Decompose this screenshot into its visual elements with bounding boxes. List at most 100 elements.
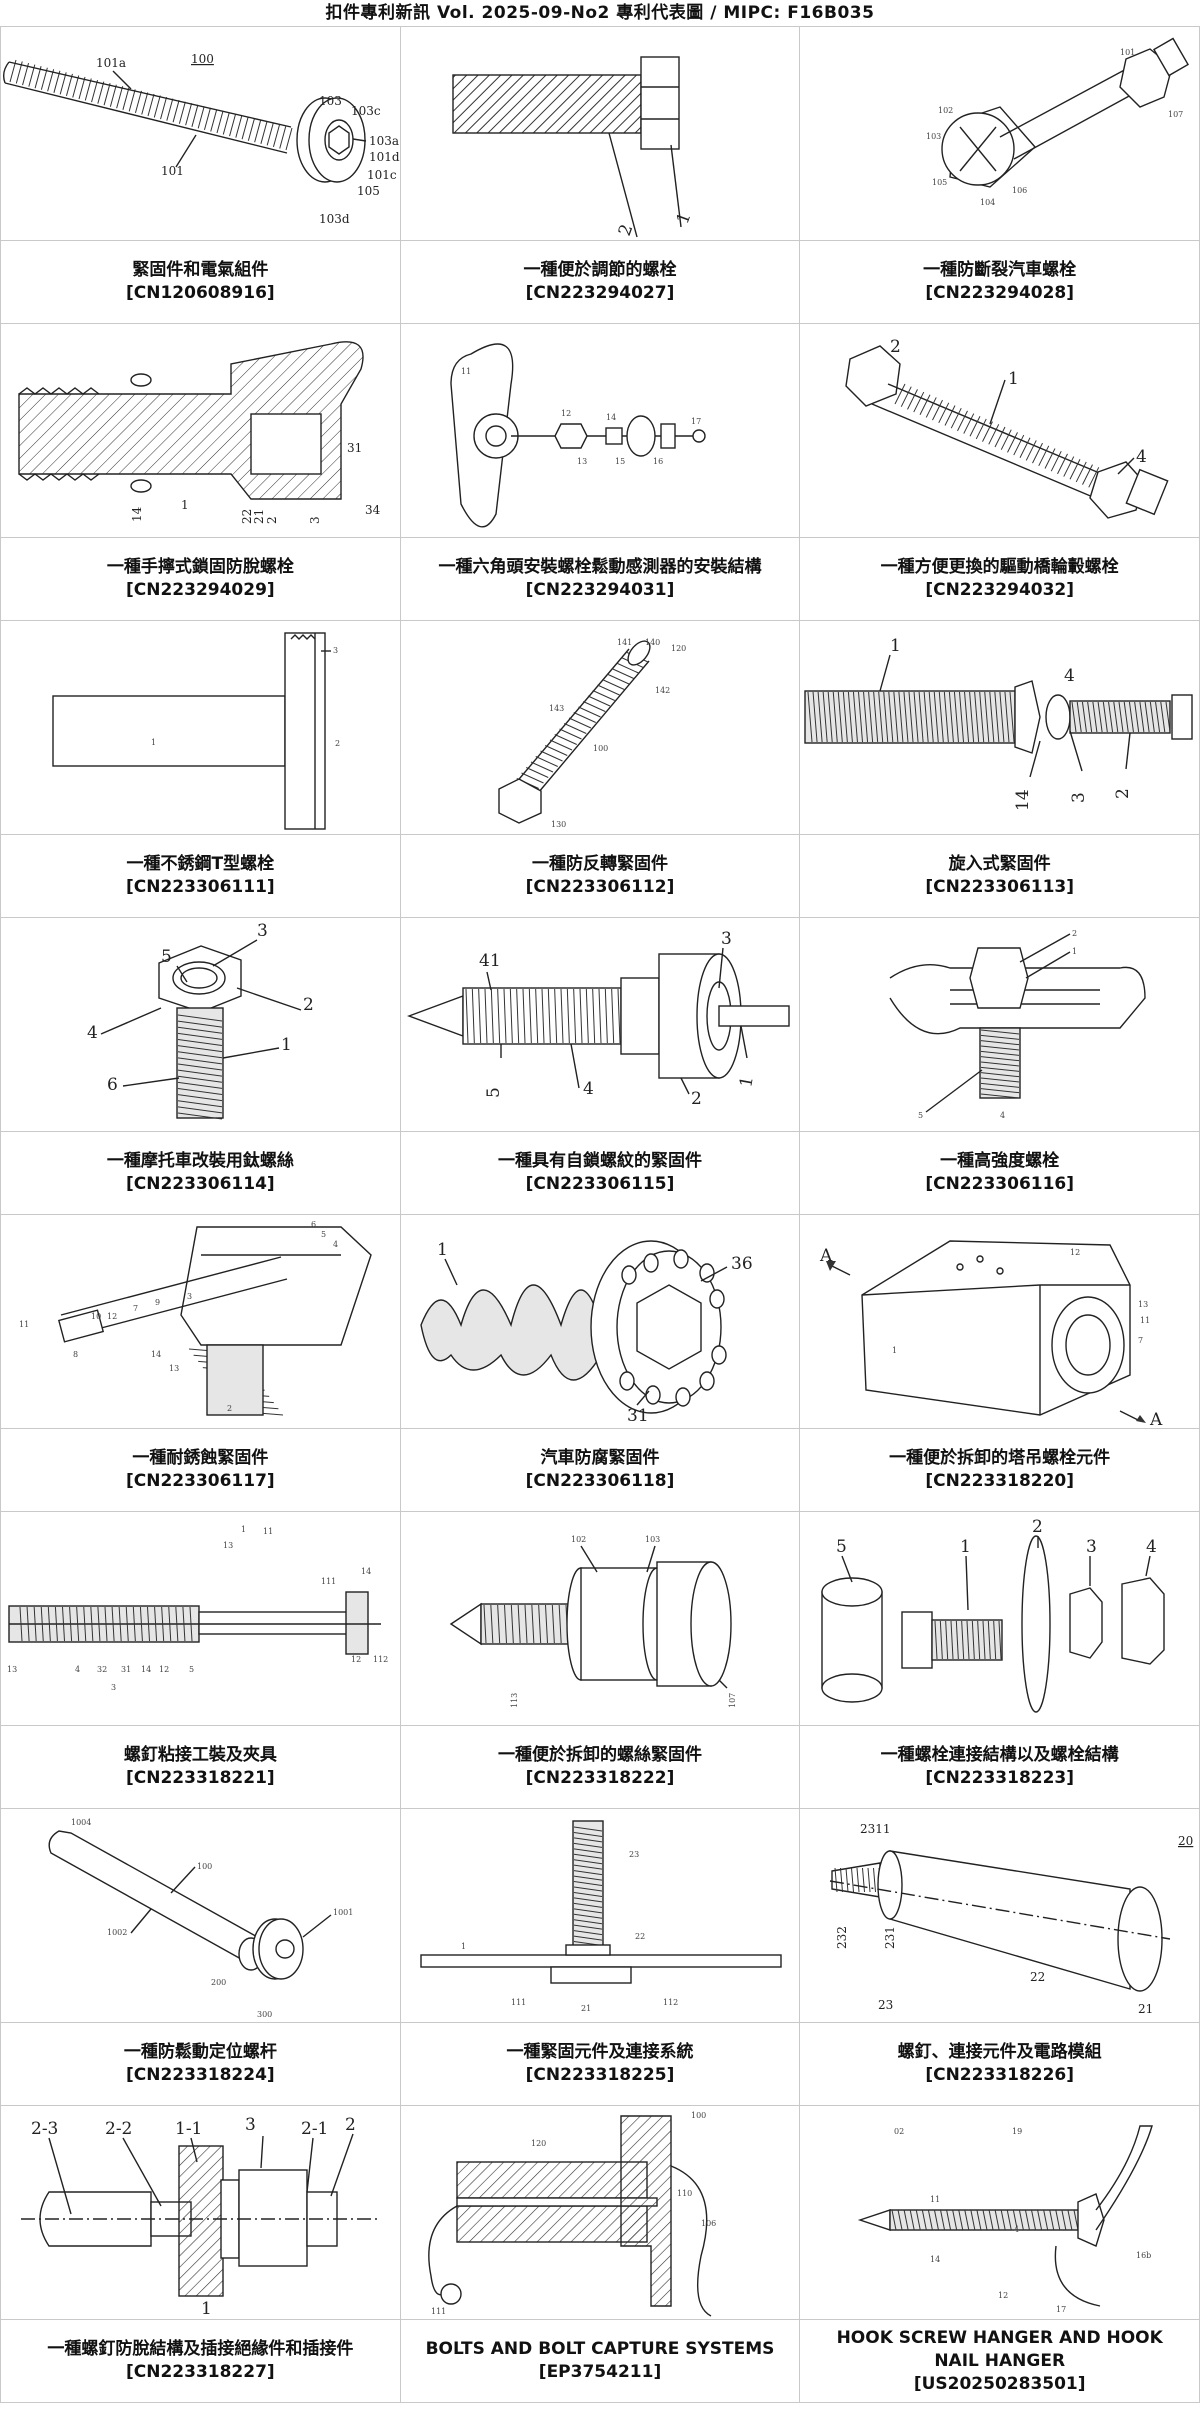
callout-label: A [1149, 1410, 1163, 1428]
callout-label: 2-2 [105, 2119, 132, 2139]
callout-label: 2 [335, 739, 340, 748]
callout-label: 21 [1138, 2002, 1153, 2016]
patent-card[interactable]: 3 2 1 一種不銹鋼T型螺栓[CN223306111] [1, 621, 401, 918]
callout-label: 3 [333, 646, 338, 655]
patent-card[interactable]: 101 107 102 103 105 104 106 一種防斷裂汽車螺栓[CN… [800, 27, 1200, 324]
patent-row: 1004 100 1002 1001 200 300 一種防鬆動定位螺杆[CN2… [1, 1809, 1200, 2106]
patent-title: 一種便於拆卸的螺絲緊固件 [498, 1744, 702, 1767]
patent-card[interactable]: 3 5 2 4 1 6 一種摩托車改裝用鈦螺絲[CN223306114] [1, 918, 401, 1215]
callout-label: 103 [926, 132, 941, 141]
callout-label: 103 [319, 94, 342, 108]
patent-card[interactable]: 102 103 113 107 一種便於拆卸的螺絲緊固件[CN223318222… [401, 1512, 801, 1809]
fastener-drawing: 12 13 11 1 7 A A [800, 1215, 1199, 1428]
callout-label: 4 [1014, 2225, 1019, 2234]
callout-label: 13 [577, 457, 587, 466]
callout-label: 2 [265, 516, 279, 524]
callout-label: 111 [511, 1998, 526, 2007]
patent-drawing: 11 12 13 14 15 16 17 [401, 324, 800, 538]
callout-label: 300 [257, 2010, 272, 2019]
patent-card[interactable]: 2 1 5 4 一種高強度螺栓[CN223306116] [800, 918, 1200, 1215]
patent-card[interactable]: 20 2311 232 231 23 22 21 螺釘、連接元件及電路模組[CN… [800, 1809, 1200, 2106]
patent-card[interactable]: 5 1 2 3 4 一種螺栓連接結構以及螺栓結構[CN223318223] [800, 1512, 1200, 1809]
callout-label: 103d [319, 212, 350, 226]
callout-label: 1 [736, 1075, 758, 1089]
callout-label: 232 [835, 1926, 849, 1949]
patent-card[interactable]: 1 4 14 3 2 旋入式緊固件[CN223306113] [800, 621, 1200, 918]
patent-number: [CN223318227] [126, 2361, 275, 2384]
callout-label: 1 [281, 1035, 292, 1055]
callout-label: 140 [645, 638, 660, 647]
callout-label: 11 [263, 1527, 273, 1536]
patent-drawing: 3 5 2 4 1 6 [1, 918, 400, 1132]
patent-card[interactable]: 101a 100 103 103c 103a 101d 101c 105 103… [1, 27, 401, 324]
patent-card[interactable]: 23 1 22 111 21 112 一種緊固元件及連接系統[CN2233182… [401, 1809, 801, 2106]
patent-card[interactable]: 02 19 11 4 14 12 16b 17 HOOK SCREW HANGE… [800, 2106, 1200, 2403]
patent-title: 一種防鬆動定位螺杆 [124, 2041, 277, 2064]
patent-number: [CN223294027] [526, 282, 675, 305]
callout-label: 107 [1168, 110, 1183, 119]
patent-drawing: 23 1 22 111 21 112 [401, 1809, 800, 2023]
patent-card[interactable]: 6 5 4 11 10 12 7 9 3 8 14 13 2 [1, 1215, 401, 1512]
patent-card[interactable]: 1 11 13 111 14 12 112 13 4 32 31 14 12 5 [1, 1512, 401, 1809]
patent-title: 緊固件和電氣組件 [132, 259, 268, 282]
callout-label: 200 [211, 1978, 226, 1987]
patent-card[interactable]: 141 140 120 143 142 100 130 一種防反轉緊固件[CN2… [401, 621, 801, 918]
callout-label: 105 [357, 184, 380, 198]
callout-label: 3 [308, 516, 322, 524]
callout-label: 130 [551, 820, 566, 829]
patent-card[interactable]: 12 13 11 1 7 A A 一種便於拆卸的塔吊螺栓元件[CN2233182… [800, 1215, 1200, 1512]
patent-card[interactable]: 41 3 5 4 2 1 一種具有自鎖螺紋的緊固件[CN223306115] [401, 918, 801, 1215]
callout-label: 13 [223, 1541, 233, 1550]
fastener-drawing: 31 14 1 22 21 2 3 34 [1, 324, 400, 537]
patent-title: 一種高強度螺栓 [940, 1150, 1059, 1173]
patent-card[interactable]: 11 12 13 14 15 16 17 一種六角頭安裝螺栓鬆動感測器的安裝結構… [401, 324, 801, 621]
patent-title: 一種方便更換的驅動橋輪轂螺栓 [881, 556, 1119, 579]
callout-label: 14 [361, 1567, 371, 1576]
callout-label: 14 [1013, 789, 1033, 811]
callout-label: 4 [1064, 666, 1075, 686]
callout-label: 1 [890, 636, 901, 656]
patent-drawing: 101 107 102 103 105 104 106 [800, 27, 1199, 241]
callout-label: 103 [645, 1535, 660, 1544]
callout-label: 2-3 [31, 2119, 58, 2139]
callout-label: 3 [187, 1292, 192, 1301]
patent-card[interactable]: 1 36 31 汽車防腐緊固件[CN223306118] [401, 1215, 801, 1512]
patent-card[interactable]: 100 120 110 111 106 BOLTS AND BOLT CAPTU… [401, 2106, 801, 2403]
patent-number: [EP3754211] [539, 2361, 661, 2384]
callout-label: 2 [1032, 1517, 1043, 1537]
callout-label: 17 [691, 417, 701, 426]
callout-label: 3 [1069, 792, 1089, 803]
patent-card[interactable]: 2 1 4 一種方便更換的驅動橋輪轂螺栓[CN223294032] [800, 324, 1200, 621]
patent-number: [CN223306116] [925, 1173, 1074, 1196]
patent-title: 一種具有自鎖螺紋的緊固件 [498, 1150, 702, 1173]
callout-label: 1 [960, 1537, 971, 1557]
callout-label: 102 [571, 1535, 586, 1544]
patent-title: 旋入式緊固件 [949, 853, 1051, 876]
patent-drawing: 41 3 5 4 2 1 [401, 918, 800, 1132]
fastener-drawing: 2 1 4 [800, 324, 1199, 537]
fastener-drawing: 2-3 2-2 1-1 3 2-1 2 1 [1, 2106, 400, 2319]
patent-title: 螺釘粘接工裝及夾具 [124, 1744, 277, 1767]
patent-drawing: 3 2 1 [1, 621, 400, 835]
callout-label: 9 [155, 1298, 160, 1307]
callout-label: 1 [673, 210, 695, 227]
patent-number: [US20250283501] [914, 2373, 1086, 2396]
patent-card[interactable]: 2 1 一種便於調節的螺栓[CN223294027] [401, 27, 801, 324]
patent-card[interactable]: 31 14 1 22 21 2 3 34 一種手擰式鎖固防脫螺栓[CN22329… [1, 324, 401, 621]
patent-card[interactable]: 1004 100 1002 1001 200 300 一種防鬆動定位螺杆[CN2… [1, 1809, 401, 2106]
callout-label: 31 [121, 1665, 131, 1674]
callout-label: 4 [75, 1665, 80, 1674]
callout-label: 1001 [333, 1908, 353, 1917]
callout-label: 31 [627, 1406, 649, 1426]
callout-label: 22 [1030, 1970, 1045, 1984]
callout-label: 6 [311, 1220, 316, 1229]
patent-number: [CN223294031] [526, 579, 675, 602]
patent-card[interactable]: 2-3 2-2 1-1 3 2-1 2 1 一種螺釘防脫結構及插接絕緣件和插接件… [1, 2106, 401, 2403]
patent-number: [CN223306113] [925, 876, 1074, 899]
callout-label: 120 [671, 644, 686, 653]
callout-label: 21 [252, 509, 266, 524]
fastener-drawing: 41 3 5 4 2 1 [401, 918, 800, 1131]
patent-number: [CN223306115] [526, 1173, 675, 1196]
callout-label: 31 [347, 441, 362, 455]
fastener-drawing: 1 36 31 [401, 1215, 800, 1428]
